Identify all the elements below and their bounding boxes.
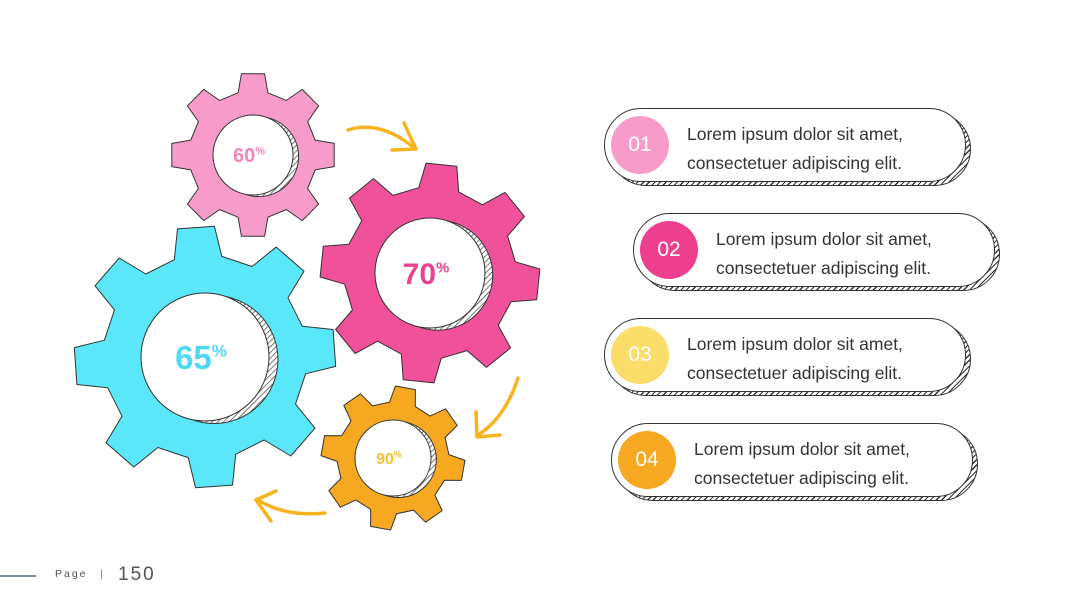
footer-page-label: Page <box>55 568 88 580</box>
gear-percent-value: 65 <box>175 339 212 376</box>
gear-pink-icon: 70% <box>319 162 541 384</box>
list-item-text: Lorem ipsum dolor sit amet, consectetuer … <box>716 225 932 283</box>
gear-orange-icon: 90% <box>320 385 466 531</box>
gear-percent-unit: % <box>255 146 265 158</box>
list-item-number-badge: 04 <box>618 431 676 489</box>
gear-percent-label: 60% <box>233 145 265 167</box>
gear-pink-light-icon: 60% <box>171 73 335 237</box>
gear-percent-value: 90 <box>376 451 394 468</box>
gear-hole <box>374 217 486 329</box>
list-item-text: Lorem ipsum dolor sit amet, consectetuer … <box>687 330 903 388</box>
list-item-line2: consectetuer adipiscing elit. <box>687 153 902 173</box>
list-item-line2: consectetuer adipiscing elit. <box>694 468 909 488</box>
gear-percent-label: 70% <box>403 258 450 291</box>
list-item-number-badge: 03 <box>611 326 669 384</box>
arrow-icon <box>474 376 520 439</box>
list-item-line1: Lorem ipsum dolor sit amet, <box>716 229 932 249</box>
list-item-text: Lorem ipsum dolor sit amet, consectetuer … <box>694 435 910 493</box>
list-item-number-badge: 01 <box>611 116 669 174</box>
gear-percent-label: 65% <box>175 339 227 376</box>
list-item-text: Lorem ipsum dolor sit amet, consectetuer … <box>687 120 903 178</box>
list-item-line1: Lorem ipsum dolor sit amet, <box>687 124 903 144</box>
footer-page-number: 150 <box>118 564 156 585</box>
list-item-line1: Lorem ipsum dolor sit amet, <box>687 334 903 354</box>
gear-hole <box>354 419 432 497</box>
list-item-line1: Lorem ipsum dolor sit amet, <box>694 439 910 459</box>
arrow-icon <box>254 489 327 523</box>
gear-percent-value: 60 <box>233 145 255 167</box>
arrow-icon <box>346 121 418 152</box>
gear-percent-value: 70 <box>403 258 436 291</box>
list-item: 04 Lorem ipsum dolor sit amet, consectetue… <box>611 423 973 497</box>
list-item-line2: consectetuer adipiscing elit. <box>687 363 902 383</box>
footer-divider <box>0 575 36 577</box>
list-item: 01 Lorem ipsum dolor sit amet, consectetue… <box>604 108 966 182</box>
gear-hole <box>140 292 270 422</box>
footer-separator: | <box>100 568 103 580</box>
list-item-line2: consectetuer adipiscing elit. <box>716 258 931 278</box>
gear-cyan-icon: 65% <box>73 225 337 489</box>
gear-percent-label: 90% <box>376 450 402 468</box>
gear-percent-unit: % <box>436 259 449 276</box>
list-item-number-badge: 02 <box>640 221 698 279</box>
list-item: 02 Lorem ipsum dolor sit amet, consectetue… <box>633 213 995 287</box>
gear-hole <box>212 114 294 196</box>
list-item: 03 Lorem ipsum dolor sit amet, consectetue… <box>604 318 966 392</box>
gear-percent-unit: % <box>394 450 402 460</box>
gear-percent-unit: % <box>212 341 227 360</box>
